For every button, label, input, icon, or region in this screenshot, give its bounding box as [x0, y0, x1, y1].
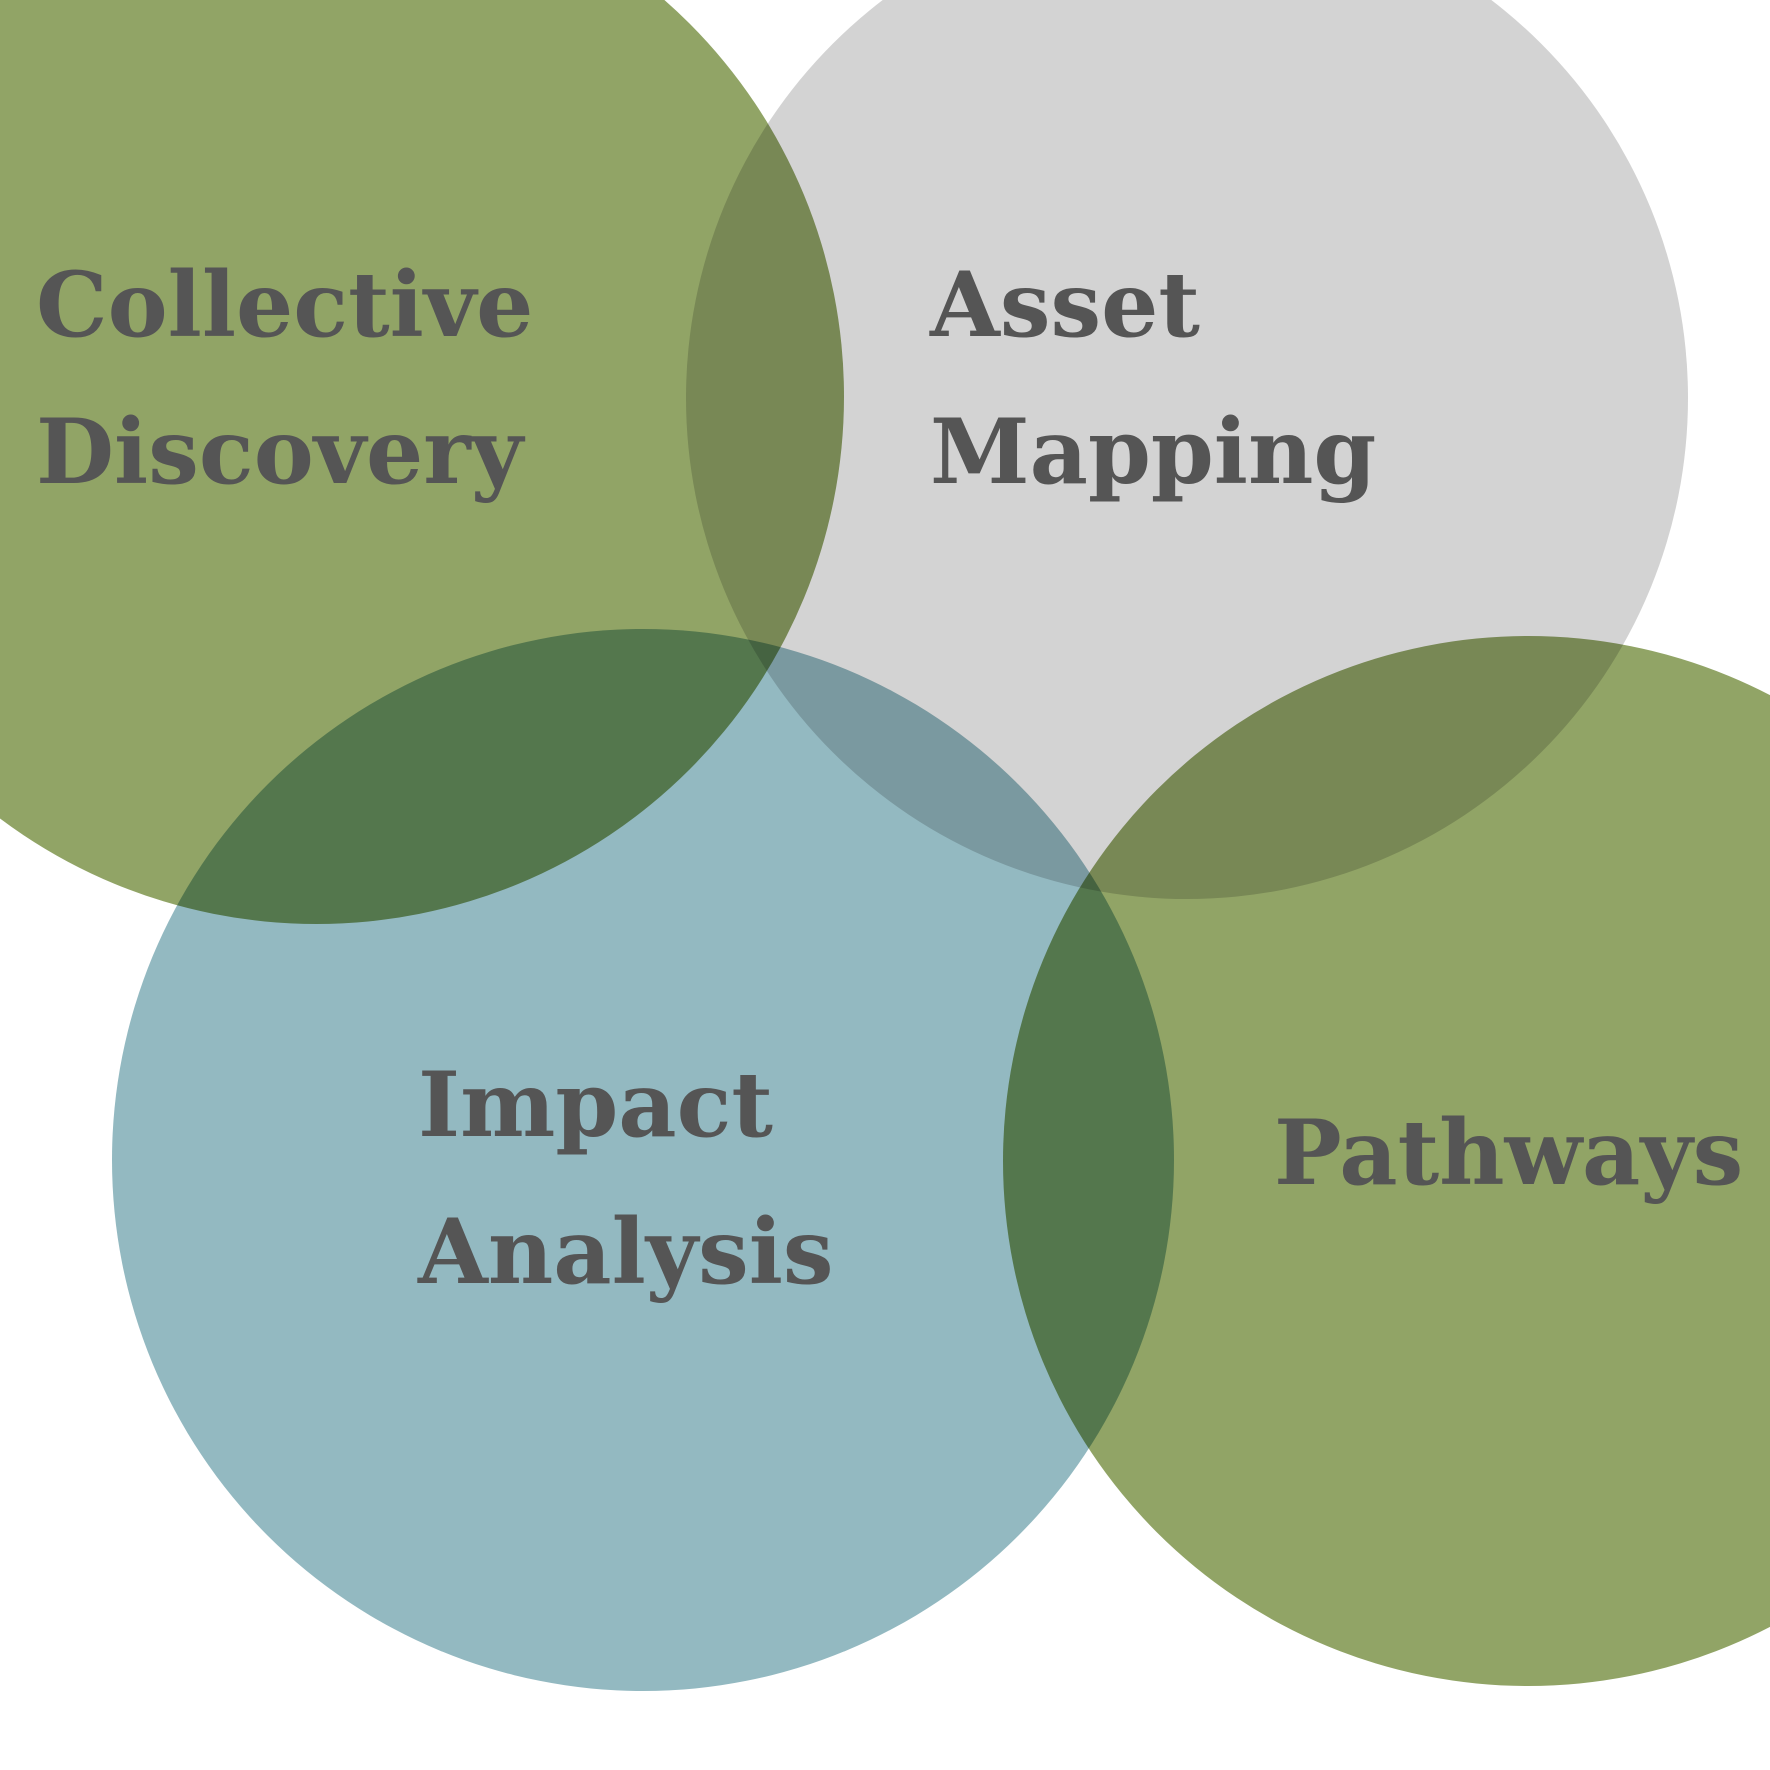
label-line: Collective [36, 252, 534, 358]
label-line: Discovery [36, 399, 524, 505]
label-pathways: Pathways [1274, 1080, 1743, 1227]
circle-impact-analysis [112, 629, 1174, 1691]
label-line: Impact [418, 1052, 773, 1158]
label-collective-discovery: Collective Discovery [36, 232, 533, 526]
label-line: Asset [930, 252, 1200, 358]
label-asset-mapping: Asset Mapping [930, 232, 1376, 526]
label-line: Pathways [1274, 1100, 1744, 1206]
label-line: Analysis [418, 1199, 834, 1305]
label-line: Mapping [930, 399, 1377, 505]
label-impact-analysis: Impact Analysis [418, 1032, 834, 1326]
